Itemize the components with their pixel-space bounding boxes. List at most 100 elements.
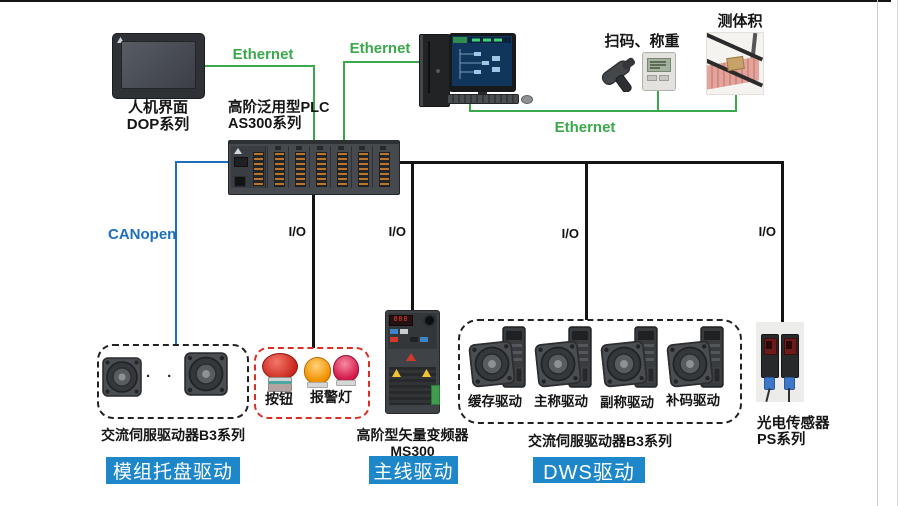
plc-io-module <box>288 146 310 188</box>
module-connector <box>358 152 369 187</box>
photo-sensor-unit <box>761 334 779 378</box>
scada-screen <box>452 36 512 86</box>
io-bus-line <box>398 161 784 164</box>
vfd-button <box>420 337 428 342</box>
plc-cpu-connector <box>253 152 264 186</box>
scale-button <box>647 75 657 81</box>
volume-label: 测体积 <box>717 13 763 30</box>
sensor-cable <box>765 387 771 403</box>
dws-group-box <box>458 319 742 424</box>
vfd-device: 888 <box>385 310 440 414</box>
scale-display-line <box>650 64 666 66</box>
ethernet-label-hmi: Ethernet <box>232 46 294 63</box>
servo-motor <box>468 340 516 388</box>
vfd-display: 888 <box>389 315 413 326</box>
vfd-dial-icon <box>423 314 436 327</box>
dws-badge: DWS驱动 <box>533 457 645 484</box>
servo-motor <box>534 340 582 388</box>
vfd-button <box>390 329 398 334</box>
weighing-scale <box>642 52 676 91</box>
module-connector <box>379 152 390 187</box>
pc-mouse <box>521 95 533 104</box>
hmi-screen <box>121 41 196 89</box>
ethernet-hmi-line-v <box>313 65 315 142</box>
photo-sensor-image <box>756 322 804 403</box>
io-drop-panel <box>312 188 315 348</box>
vfd-button <box>390 337 398 342</box>
ethernet-pc-line-v <box>343 61 345 142</box>
servo-motor <box>600 340 648 388</box>
ethernet-devices-drop <box>469 102 471 111</box>
module-notch <box>359 146 365 150</box>
sensor-cable <box>788 388 790 402</box>
emergency-button-cap <box>262 353 298 380</box>
plc-cpu-display <box>234 157 248 167</box>
barcode-scanner <box>600 52 646 92</box>
ethernet-hmi-line-h <box>203 65 315 67</box>
canopen-line-h <box>175 161 229 163</box>
power-button-icon <box>436 69 440 73</box>
ethernet-label-pc: Ethernet <box>349 40 411 57</box>
ethernet-port-icon <box>234 176 246 187</box>
top-border-line <box>0 0 891 2</box>
drive-label-sub-weigh: 副称驱动 <box>600 395 654 410</box>
alarm-light-orange <box>304 357 331 384</box>
alarm-label: 报警灯 <box>310 389 352 405</box>
dws-caption: 交流伺服驱动器B3系列 <box>528 433 672 449</box>
vfd-label: 高阶型矢量变频器 MS300 <box>355 427 470 459</box>
photo-sensor-label: 光电传感器 PS系列 <box>757 416 830 448</box>
module-connector <box>316 152 327 187</box>
pc-monitor <box>449 33 516 92</box>
delta-logo-icon <box>117 37 124 43</box>
vfd-button <box>410 337 418 342</box>
drive-label-main-weigh: 主称驱动 <box>534 394 588 409</box>
plc-io-module <box>330 146 352 188</box>
warning-triangle-icon <box>422 369 431 377</box>
warning-triangle-icon <box>392 369 401 377</box>
right-faint-line <box>877 0 878 506</box>
plc-cpu-module <box>231 146 266 188</box>
io-label-3: I/O <box>561 226 579 241</box>
plc-device <box>228 140 400 195</box>
button-label: 按钮 <box>265 391 293 407</box>
pc-keyboard <box>447 94 519 104</box>
io-label-1: I/O <box>288 224 306 239</box>
ethernet-pc-line-h <box>343 61 421 63</box>
photo-sensor-label-line1: 光电传感器 <box>757 416 830 432</box>
scale-display-line <box>650 61 666 63</box>
module-connector <box>274 152 285 187</box>
plc-io-module <box>309 146 331 188</box>
scale-display <box>647 58 671 72</box>
ethernet-riser-volume <box>735 89 737 111</box>
plc-io-module <box>372 146 394 188</box>
parcel-box <box>726 55 745 72</box>
servo-motor <box>666 340 714 388</box>
plc-io-module <box>351 146 373 188</box>
hmi-label: 人机界面 DOP系列 <box>92 99 224 134</box>
ethernet-label-devices: Ethernet <box>554 119 616 136</box>
tower-groove <box>428 41 430 93</box>
vfd-label-line2: MS300 <box>390 442 435 459</box>
panel-group-box <box>254 347 370 419</box>
right-edge-line <box>897 0 898 506</box>
io-label-2: I/O <box>388 224 406 239</box>
module-tray-caption: 交流伺服驱动器B3系列 <box>101 427 245 443</box>
module-notch <box>275 146 281 150</box>
drive-label-code: 补码驱动 <box>666 393 720 408</box>
vfd-badge: 主线驱动 <box>369 456 458 484</box>
module-notch <box>380 146 386 150</box>
vfd-terminal-block <box>431 385 440 405</box>
module-notch <box>296 146 302 150</box>
pc-tower <box>419 34 450 107</box>
plc-label: 高阶泛用型PLC AS300系列 <box>228 100 330 132</box>
module-notch <box>317 146 323 150</box>
photo-sensor-label-line2: PS系列 <box>757 432 806 449</box>
canopen-label: CANopen <box>108 226 177 243</box>
module-connector <box>295 152 306 187</box>
hmi-label-line1: 人机界面 <box>127 99 188 116</box>
vfd-button <box>400 329 408 334</box>
photo-sensor-unit <box>781 334 799 378</box>
alarm-light-base <box>336 380 356 386</box>
ethernet-riser-scale <box>657 88 659 111</box>
